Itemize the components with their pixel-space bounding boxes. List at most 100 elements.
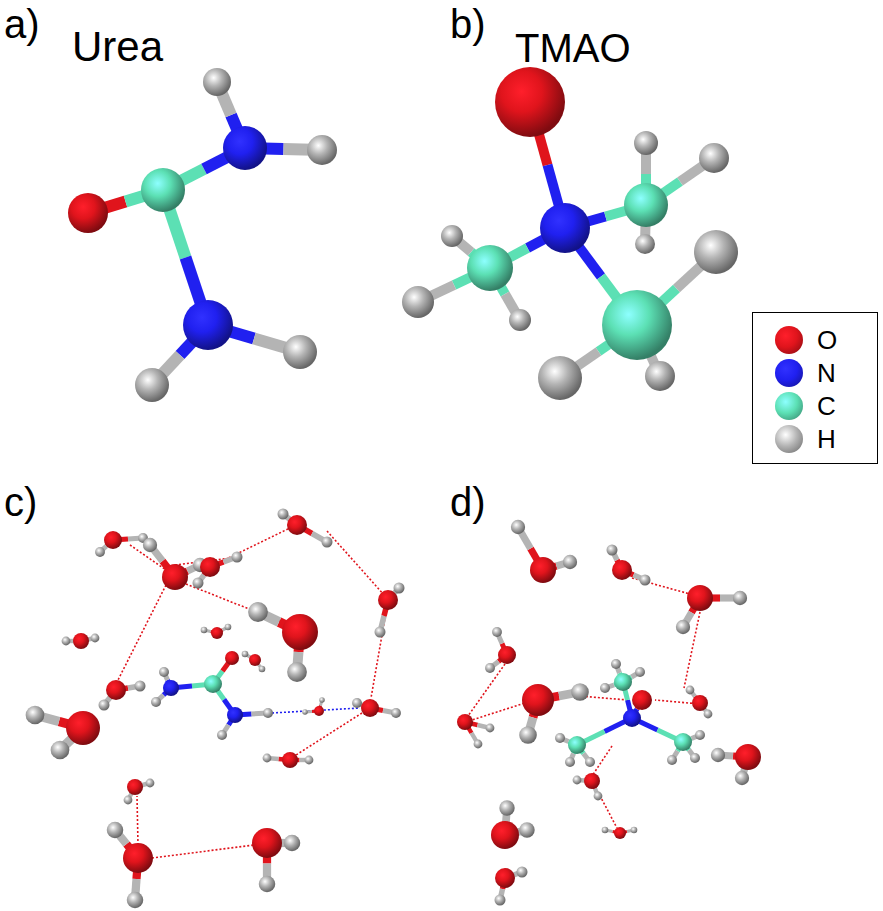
atom — [211, 627, 223, 639]
atom — [607, 545, 618, 556]
atom — [51, 741, 70, 760]
atom — [511, 520, 525, 534]
atom — [95, 547, 105, 557]
atom — [667, 755, 677, 765]
atom — [600, 683, 610, 693]
molecule — [62, 633, 100, 649]
atom — [530, 557, 556, 583]
legend-text: O — [817, 327, 837, 353]
atom — [183, 300, 233, 350]
legend-text: C — [817, 393, 836, 419]
molecule — [491, 800, 535, 849]
atom — [692, 695, 708, 711]
atom — [565, 757, 575, 767]
atom — [735, 771, 749, 785]
atom — [287, 515, 307, 535]
atom — [540, 203, 590, 253]
atom — [135, 368, 169, 402]
atom — [441, 225, 463, 247]
panel-title: TMAO — [515, 28, 631, 68]
panel-title: Urea — [72, 26, 163, 68]
molecule — [711, 744, 761, 785]
hydrogen-bond — [327, 531, 385, 596]
atom — [645, 361, 675, 391]
legend-row: C — [775, 389, 877, 422]
atom — [614, 673, 632, 691]
atom — [563, 555, 577, 569]
hydrogen-bond — [116, 585, 166, 684]
atom — [522, 684, 554, 716]
hydrogen-bond — [152, 845, 254, 858]
legend-box: ONCH — [752, 312, 878, 464]
atom — [302, 709, 308, 715]
atom — [733, 591, 747, 605]
atom — [141, 168, 185, 212]
atom — [634, 131, 658, 155]
panel-letter: d) — [450, 482, 486, 522]
molecule — [99, 680, 146, 711]
atom — [314, 706, 324, 716]
molecule — [511, 520, 577, 583]
atom — [91, 634, 100, 643]
atom — [631, 827, 638, 834]
atom — [201, 627, 208, 634]
legend-text: H — [817, 426, 836, 452]
atom — [26, 706, 45, 725]
atom — [602, 827, 609, 834]
atom — [107, 822, 124, 839]
atom — [624, 183, 668, 227]
atom — [305, 756, 314, 765]
atom — [143, 538, 157, 552]
atom — [159, 667, 169, 677]
atom — [402, 286, 434, 318]
molecule — [375, 583, 405, 638]
atom — [375, 627, 386, 638]
molecule — [573, 773, 603, 800]
legend-swatch — [775, 359, 803, 387]
atom — [287, 662, 307, 682]
atom — [611, 659, 621, 669]
atom — [499, 800, 514, 815]
molecule — [519, 683, 589, 744]
atom — [394, 583, 405, 594]
atom — [225, 624, 232, 631]
atom — [491, 821, 519, 849]
molecule — [143, 538, 207, 590]
atom — [492, 627, 502, 637]
hydrogen-bond — [218, 528, 290, 563]
atom — [146, 779, 155, 788]
atom — [676, 620, 690, 634]
molecule — [555, 659, 705, 767]
atom — [263, 708, 273, 718]
molecule — [607, 545, 651, 586]
atom — [614, 827, 626, 839]
molecule — [676, 585, 747, 634]
atom — [735, 744, 761, 770]
atom — [249, 654, 261, 666]
atom — [391, 708, 401, 718]
atom — [66, 711, 100, 745]
molecule — [201, 624, 232, 639]
atom — [594, 792, 603, 801]
atom — [248, 602, 268, 622]
atom — [242, 651, 249, 658]
atom — [538, 356, 582, 400]
panel-letter: a) — [4, 4, 40, 44]
molecule — [495, 867, 528, 906]
atom — [457, 714, 473, 730]
atom — [485, 663, 495, 673]
legend-row: H — [775, 422, 877, 455]
molecule — [151, 651, 273, 740]
atom — [378, 590, 398, 610]
hydrogen-bond — [186, 584, 292, 626]
hydrogen-bond — [371, 612, 386, 698]
atom — [674, 733, 692, 751]
atom — [322, 537, 333, 548]
atom — [135, 681, 146, 692]
atom — [104, 531, 122, 549]
atom — [612, 560, 632, 580]
legend-row: N — [775, 356, 877, 389]
panel-letter: c) — [4, 482, 37, 522]
legend-swatch — [775, 392, 803, 420]
